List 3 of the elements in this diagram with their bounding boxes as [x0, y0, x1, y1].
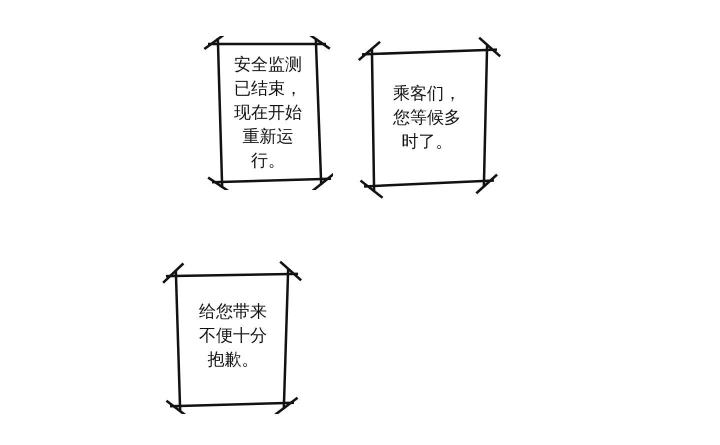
dialogue-text: 乘客们，您等候多时了。	[392, 83, 462, 154]
dialogue-text: 安全监测已结束，现在开始重新运行。	[233, 54, 303, 173]
dialogue-text: 给您带来不便十分抱歉。	[198, 301, 268, 372]
